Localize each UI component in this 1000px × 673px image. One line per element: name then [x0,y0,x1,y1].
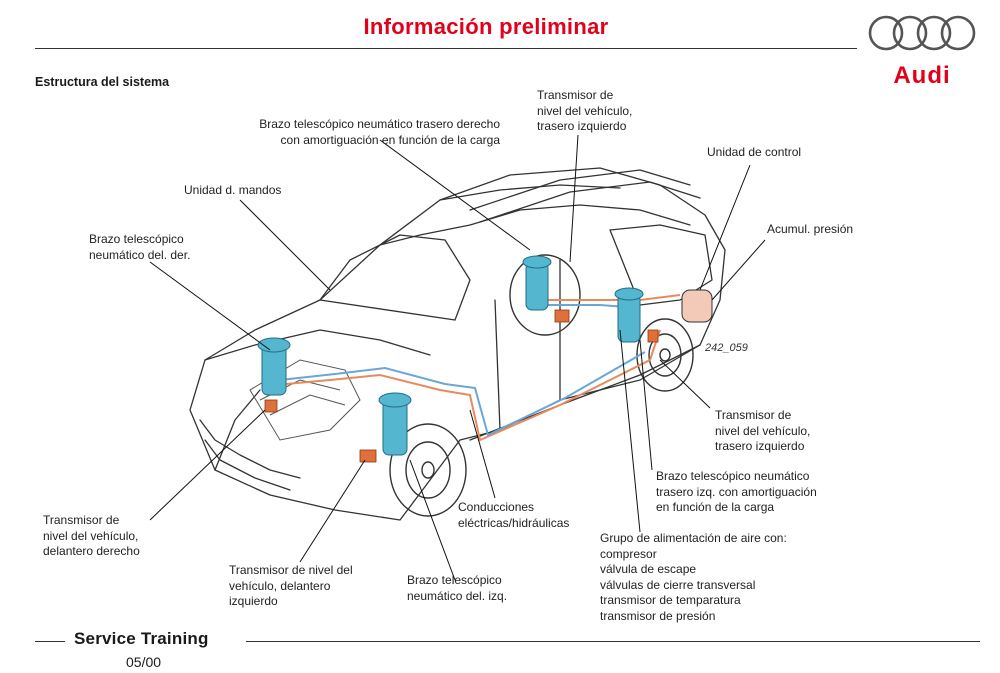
label-air-supply: Grupo de alimentación de aire con:compre… [600,531,787,623]
figure-id: 242_059 [705,342,748,354]
label-control-unit: Unidad de control [707,145,802,159]
audi-wordmark: Audi [893,62,951,89]
footer-rule-left [35,641,65,642]
section-title: Estructura del sistema [35,75,170,89]
label-rear-right-strut: Brazo telescópico neumático trasero dere… [259,117,500,147]
footer-rule-right [246,641,980,642]
label-pressure-accumulator: Acumul. presión [767,222,854,236]
footer-date: 05/00 [126,654,162,670]
page-title: Información preliminar [363,14,609,39]
header-rule [35,48,857,49]
label-control-panel: Unidad d. mandos [184,183,282,197]
footer-program: Service Training [74,629,209,648]
